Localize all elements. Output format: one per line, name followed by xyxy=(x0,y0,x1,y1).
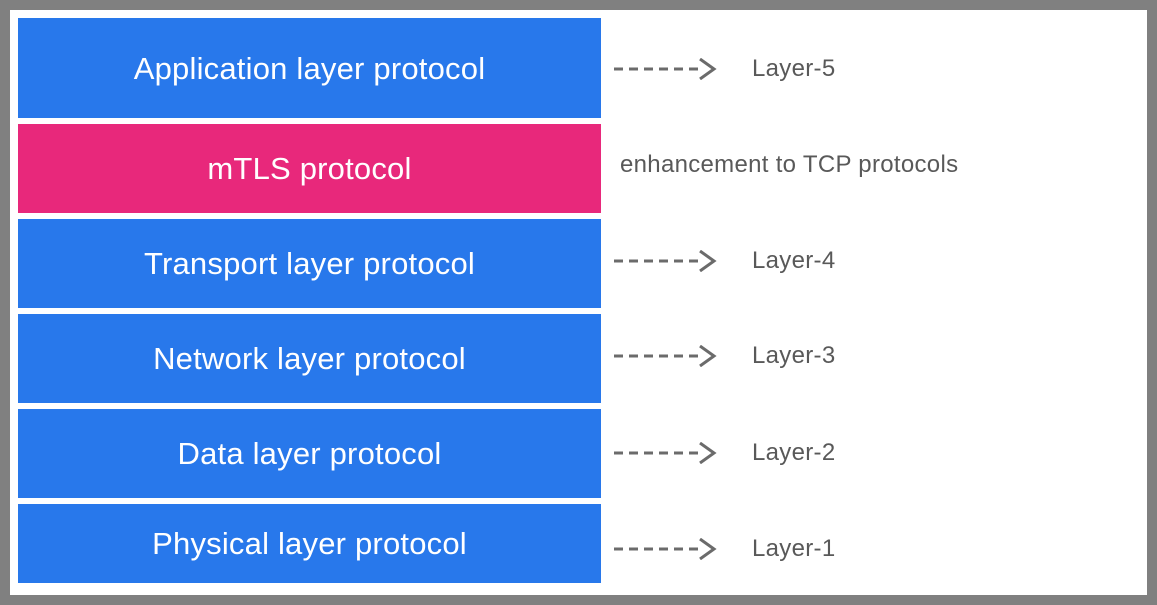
annotation-layer-3: Layer-3 xyxy=(614,341,835,371)
dashed-arrow-right-icon xyxy=(614,538,717,560)
annotation-label: enhancement to TCP protocols xyxy=(620,151,959,178)
layer-bar-transport[interactable]: Transport layer protocol xyxy=(18,216,601,311)
annotation-column: Layer-5 enhancement to TCP protocols Lay… xyxy=(614,18,1139,583)
annotation-label: Layer-3 xyxy=(752,342,836,369)
layer-bar-network[interactable]: Network layer protocol xyxy=(18,311,601,406)
dashed-arrow-right-icon xyxy=(614,345,717,367)
annotation-layer-4: Layer-4 xyxy=(614,246,835,276)
layer-bar-label: Network layer protocol xyxy=(153,341,466,376)
layer-bar-data[interactable]: Data layer protocol xyxy=(18,406,601,501)
layer-bar-label: Physical layer protocol xyxy=(152,526,467,561)
annotation-layer-5: Layer-5 xyxy=(614,54,835,84)
layer-bar-physical[interactable]: Physical layer protocol xyxy=(18,501,601,583)
layer-bar-label: Data layer protocol xyxy=(177,436,442,471)
layer-bar-label: Application layer protocol xyxy=(133,50,486,86)
layer-bar-mtls[interactable]: mTLS protocol xyxy=(18,121,601,216)
annotation-label: Layer-2 xyxy=(752,439,836,466)
dashed-arrow-right-icon xyxy=(614,250,717,272)
dashed-arrow-right-icon xyxy=(614,58,717,80)
annotation-label: Layer-4 xyxy=(752,247,836,274)
dashed-arrow-right-icon xyxy=(614,442,717,464)
annotation-layer-1: Layer-1 xyxy=(614,534,835,564)
annotation-label: Layer-5 xyxy=(752,55,836,82)
annotation-label: Layer-1 xyxy=(752,535,836,562)
annotation-layer-2: Layer-2 xyxy=(614,438,835,468)
layer-bar-label: Transport layer protocol xyxy=(143,246,475,281)
layer-bar-label: mTLS protocol xyxy=(207,151,412,186)
protocol-stack: Application layer protocol mTLS protocol… xyxy=(18,18,601,583)
layer-bar-application[interactable]: Application layer protocol xyxy=(18,18,601,121)
annotation-mtls-note: enhancement to TCP protocols xyxy=(614,150,958,180)
